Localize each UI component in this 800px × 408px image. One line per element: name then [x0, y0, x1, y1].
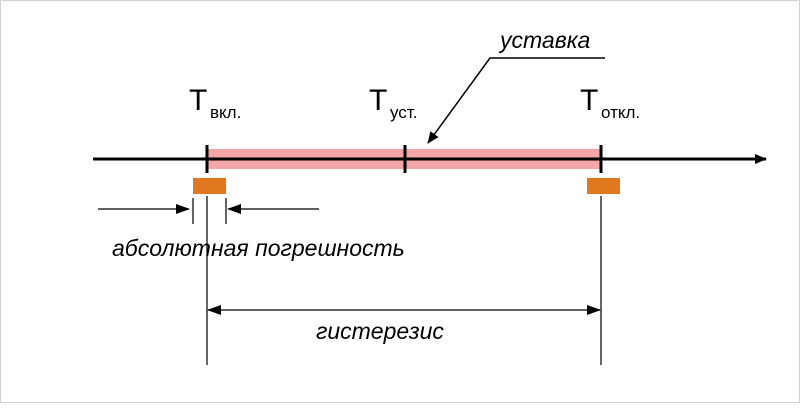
- svg-text:вкл.: вкл.: [210, 103, 241, 122]
- hysteresis-label: гистерезис: [316, 318, 444, 344]
- setpoint-leader: [427, 57, 605, 144]
- svg-text:откл.: откл.: [601, 103, 640, 122]
- label-t-set: T уст.: [369, 84, 417, 122]
- svg-text:T: T: [369, 84, 387, 117]
- abs-error-label: абсолютная погрешность: [112, 235, 405, 261]
- label-t-off: T откл.: [580, 84, 640, 122]
- svg-text:T: T: [580, 84, 598, 117]
- error-marker-on: [193, 178, 226, 194]
- label-t-on: T вкл.: [189, 84, 241, 122]
- svg-text:уст.: уст.: [390, 103, 417, 122]
- error-marker-off: [587, 178, 620, 194]
- svg-text:T: T: [189, 84, 207, 117]
- setpoint-label: уставка: [498, 27, 590, 53]
